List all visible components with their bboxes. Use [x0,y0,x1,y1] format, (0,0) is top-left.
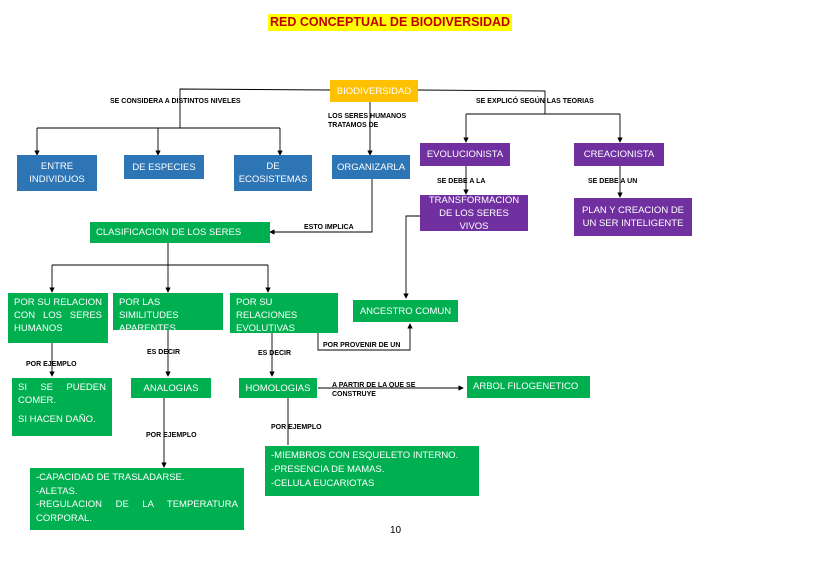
label-debe-a-la: SE DEBE A LA [437,178,486,185]
node-relacion-humanos: POR SU RELACION CON LOS SERES HUMANOS [8,293,108,343]
label-teorias: SE EXPLICÓ SEGÚN LAS TEORIAS [476,98,594,105]
label-ejemplo-1: POR EJEMPLO [26,361,77,368]
node-analogias: ANALOGIAS [131,378,211,398]
label-ejemplo-2: POR EJEMPLO [146,432,197,439]
node-clasificacion: CLASIFICACION DE LOS SERES VIVOS [90,222,270,243]
ejemplo-homologia: -MIEMBROS CON ESQUELETO INTERNO. [271,450,459,461]
node-homologias: HOMOLOGIAS [239,378,317,398]
node-creacionista: CREACIONISTA [574,143,664,166]
node-arbol-filogenetico: ARBOL FILOGENETICO [467,376,590,398]
node-ejemplos-analogias: -CAPACIDAD DE TRASLADARSE. -ALETAS. -REG… [30,468,244,530]
ejemplo-homologia: -CELULA EUCARIOTAS [271,478,375,489]
label-provenir: POR PROVENIR DE UN [323,342,401,349]
label-partir: A PARTIR DE LA QUE SE CONSTRUYE [332,382,416,398]
page-number: 10 [390,525,402,536]
node-transformacion: TRANSFORMACION DE LOS SERES VIVOS [420,195,528,231]
node-ancestro-comun: ANCESTRO COMUN [353,300,458,322]
node-entre-individuos: ENTRE INDIVIDUOS [17,155,97,191]
node-de-especies: DE ESPECIES [124,155,204,179]
ejemplo-homologia: -PRESENCIA DE MAMAS. [271,464,385,475]
label-niveles: SE CONSIDERA A DISTINTOS NIVELES [110,98,241,105]
page-title: RED CONCEPTUAL DE BIODIVERSIDAD [268,14,513,31]
node-de-ecosistemas: DE ECOSISTEMAS [234,155,312,191]
node-comer: SI SE PUEDEN COMER. SI HACEN DAÑO. [12,378,112,436]
node-plan-creacion: PLAN Y CREACION DE UN SER INTELIGENTE [574,198,692,236]
node-organizarla: ORGANIZARLA [332,155,410,179]
label-ejemplo-3: POR EJEMPLO [271,424,322,431]
node-ejemplos-homologias: -MIEMBROS CON ESQUELETO INTERNO. -PRESEN… [265,446,479,496]
ejemplo-analogia: -CAPACIDAD DE TRASLADARSE. [36,472,185,483]
node-evolucionista: EVOLUCIONISTA [420,143,510,166]
node-relaciones-evolutivas: POR SU RELACIONES EVOLUTIVAS [230,293,338,333]
text-dano: SI HACEN DAÑO. [18,414,96,425]
label-es-decir-2: ES DECIR [258,350,292,357]
node-biodiversidad: BIODIVERSIDAD [330,80,418,102]
ejemplo-analogia: -REGULACION DE LA TEMPERATURA CORPORAL. [36,499,238,524]
label-implica: ESTO IMPLICA [304,224,354,231]
label-es-decir-1: ES DECIR [147,349,181,356]
text-comer: SI SE PUEDEN COMER. [18,382,106,406]
label-tratamos: LOS SERES HUMANOS TRATAMOS DE [328,113,407,129]
label-debe-a-un: SE DEBE A UN [588,178,638,185]
node-similitudes: POR LAS SIMILITUDES APARENTES [113,293,223,330]
ejemplo-analogia: -ALETAS. [36,485,78,497]
